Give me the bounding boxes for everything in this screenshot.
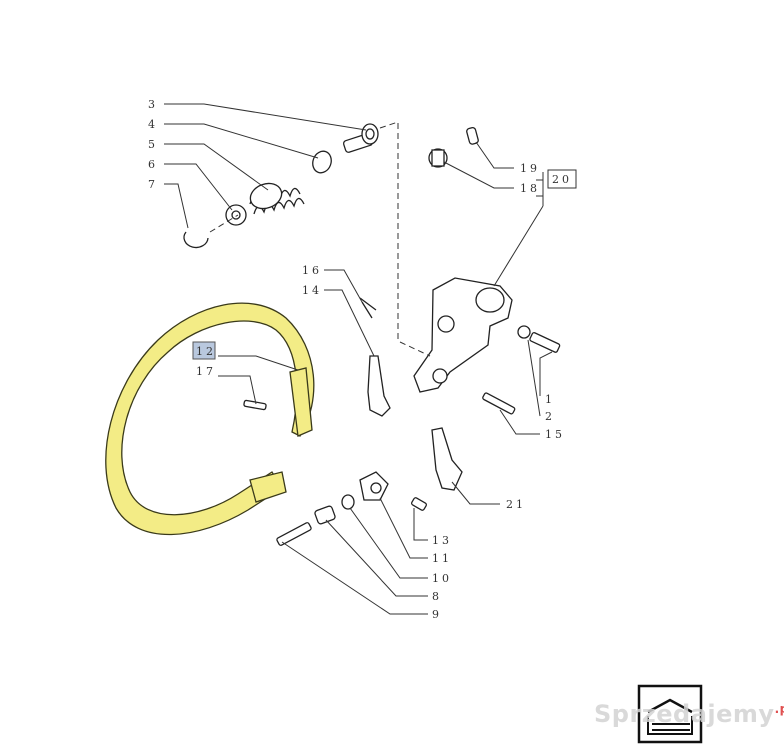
callout-box-20 bbox=[547, 169, 577, 189]
callout-16[interactable]: 16 bbox=[302, 264, 322, 277]
part-spring-5[interactable] bbox=[247, 179, 305, 215]
washer-10[interactable] bbox=[341, 494, 355, 510]
bracket-20[interactable] bbox=[399, 277, 513, 393]
cotter-pin-16[interactable] bbox=[359, 297, 377, 319]
callout-17[interactable]: 17 bbox=[196, 365, 216, 378]
clevis-11[interactable] bbox=[359, 471, 389, 501]
callout-11[interactable]: 11 bbox=[432, 552, 452, 565]
roller-8[interactable] bbox=[314, 505, 336, 525]
watermark-text: Sprzedajemy bbox=[594, 700, 775, 728]
callout-7[interactable]: 7 bbox=[148, 178, 158, 191]
pin-13[interactable] bbox=[411, 497, 427, 511]
part-washer-6[interactable] bbox=[225, 204, 247, 226]
bolt-1[interactable] bbox=[529, 332, 561, 353]
callout-5[interactable]: 5 bbox=[148, 138, 158, 151]
callout-9[interactable]: 9 bbox=[432, 608, 442, 621]
bolt-9[interactable] bbox=[276, 522, 312, 546]
part-clip-7[interactable] bbox=[183, 231, 209, 249]
callout-20[interactable]: 20 bbox=[552, 173, 572, 186]
callout-1[interactable]: 1 bbox=[545, 393, 555, 406]
bushing-18[interactable] bbox=[428, 148, 448, 168]
callout-labels: 3 4 5 6 7 19 18 20 16 14 12 17 1 2 15 21… bbox=[148, 98, 572, 621]
pin-15[interactable] bbox=[482, 392, 516, 415]
callout-8[interactable]: 8 bbox=[432, 590, 442, 603]
watermark-suffix: .pl bbox=[774, 702, 784, 716]
callout-4[interactable]: 4 bbox=[148, 118, 158, 131]
callout-14[interactable]: 14 bbox=[302, 284, 322, 297]
callout-15[interactable]: 15 bbox=[545, 428, 565, 441]
callout-10[interactable]: 10 bbox=[432, 572, 452, 585]
callout-3[interactable]: 3 bbox=[148, 98, 158, 111]
callout-18[interactable]: 18 bbox=[520, 182, 540, 195]
callout-2[interactable]: 2 bbox=[545, 410, 555, 423]
pin-19[interactable] bbox=[466, 127, 479, 145]
callout-13[interactable]: 13 bbox=[432, 534, 452, 547]
brake-band-12[interactable] bbox=[105, 302, 315, 536]
washer-2[interactable] bbox=[517, 325, 531, 339]
callout-21[interactable]: 21 bbox=[506, 498, 526, 511]
lever-14[interactable] bbox=[367, 355, 391, 417]
bolt-assembly bbox=[183, 121, 401, 343]
callout-highlight-12 bbox=[192, 341, 216, 360]
book-icon bbox=[637, 684, 703, 744]
watermark: Sprzedajemy.pl bbox=[594, 700, 784, 728]
part-oring-4[interactable] bbox=[310, 149, 334, 176]
callout-6[interactable]: 6 bbox=[148, 158, 158, 171]
callout-12[interactable]: 12 bbox=[196, 345, 216, 358]
lever-21[interactable] bbox=[431, 427, 463, 491]
callout-19[interactable]: 19 bbox=[520, 162, 540, 175]
part-bolt-3[interactable] bbox=[342, 123, 379, 153]
leader-lines bbox=[164, 103, 553, 615]
